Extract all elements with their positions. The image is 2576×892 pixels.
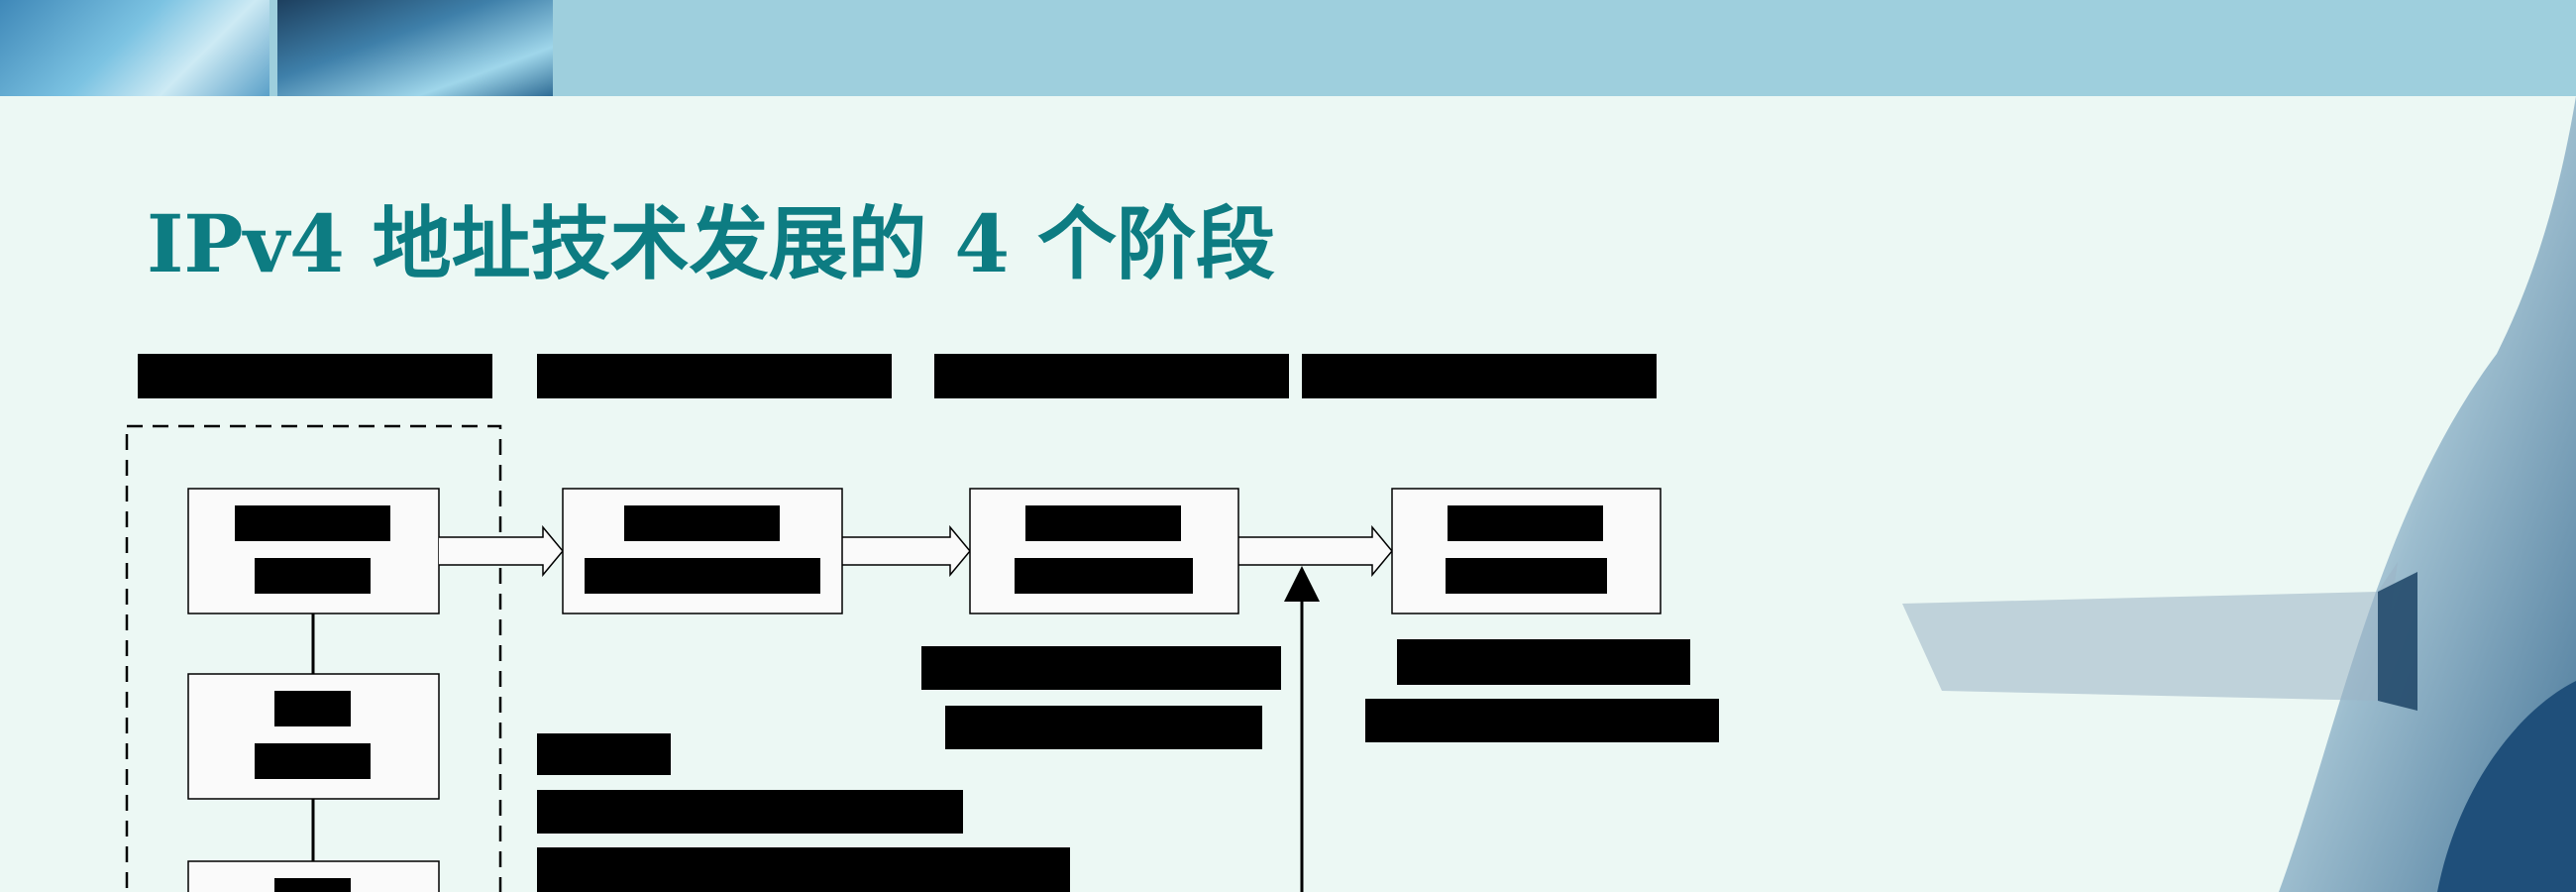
page-title: IPv4 地址技术发展的 4 个阶段 — [147, 197, 1275, 290]
stage-2-note-line-3 — [537, 847, 1070, 892]
stage-4-note-line-2 — [1365, 699, 1719, 742]
stage-3-note-line-2 — [945, 706, 1262, 749]
stage-1-to-2-arrow — [439, 524, 564, 578]
stage-4-note-line-1 — [1397, 639, 1690, 685]
stage-3-note-line-1 — [921, 646, 1281, 690]
stage-3-to-4-arrow — [1238, 524, 1393, 578]
stage-3-box — [969, 488, 1239, 614]
stage-1-group-frame — [125, 424, 502, 892]
decorative-disc-image — [1902, 96, 2576, 892]
stage-1-box-top — [187, 488, 440, 614]
stage-4-box — [1391, 488, 1662, 614]
stage-2-note-line-1 — [537, 733, 671, 775]
network-banner-image — [0, 0, 269, 96]
stage-3-header-label — [934, 354, 1289, 398]
laptop-banner-image — [277, 0, 553, 96]
stage-2-header-label — [537, 354, 892, 398]
stage-1-box-middle — [187, 673, 440, 800]
stage-1-box-bottom — [187, 860, 440, 892]
stage-2-box — [562, 488, 843, 614]
stage-2-note-line-2 — [537, 790, 963, 834]
stage-4-header-label — [1302, 354, 1657, 398]
stage-2-to-3-arrow — [842, 524, 971, 578]
stage-1-header-label — [138, 354, 492, 398]
